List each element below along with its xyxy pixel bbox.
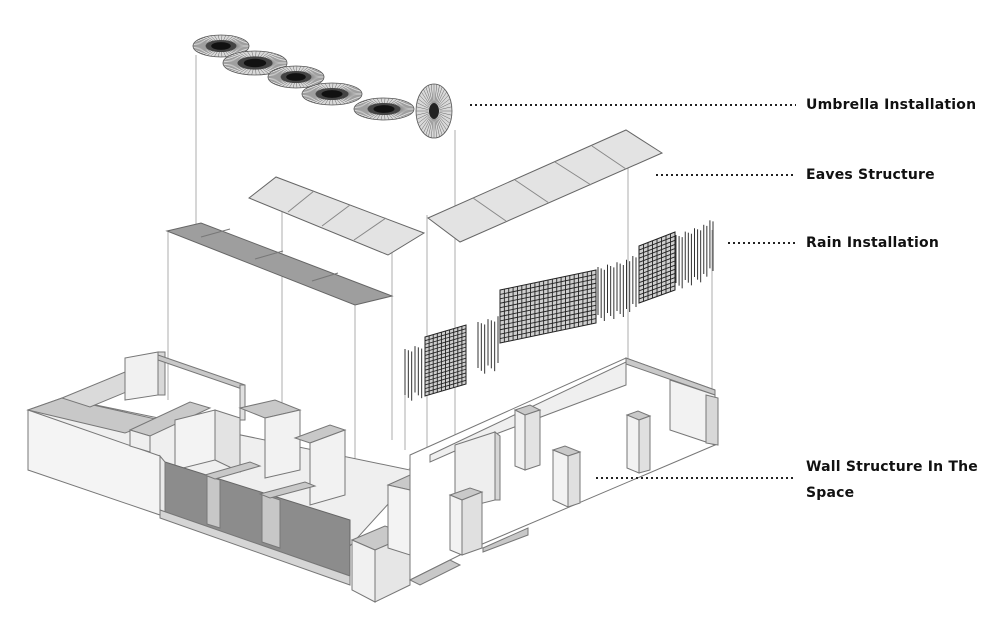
eaves-panel-middle <box>249 177 424 255</box>
umbrella-installation <box>193 35 452 138</box>
label-umbrella-installation: Umbrella Installation <box>806 93 976 117</box>
wall-structure <box>28 352 718 602</box>
rain-grid-panel-3 <box>639 232 675 303</box>
label-wall-structure-line1: Wall Structure In The <box>806 455 978 479</box>
label-rain-installation: Rain Installation <box>806 231 939 255</box>
rain-strands-4 <box>676 220 713 288</box>
umbrella-disc-icon <box>302 83 362 105</box>
umbrella-disc-icon <box>416 84 452 138</box>
rain-grid-panel-2 <box>500 270 596 343</box>
eaves-panel-right <box>428 130 662 242</box>
rain-strands-3 <box>598 256 636 321</box>
label-eaves-structure: Eaves Structure <box>806 163 935 187</box>
label-wall-structure-line2: Space <box>806 481 854 505</box>
umbrella-disc-icon <box>354 98 414 120</box>
rain-strands-2 <box>478 316 498 373</box>
rain-strands-1 <box>405 343 425 400</box>
rain-grid-panel-1 <box>425 325 466 396</box>
